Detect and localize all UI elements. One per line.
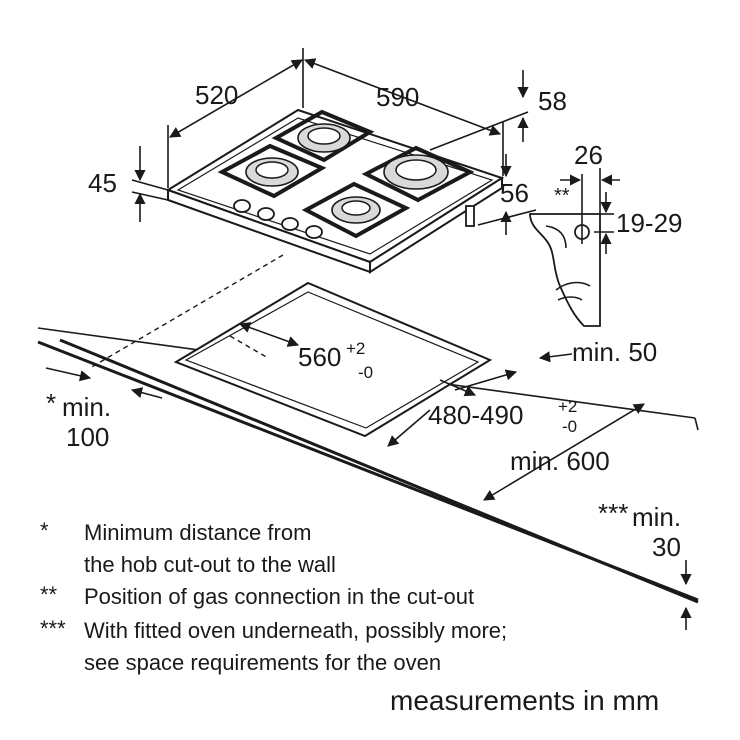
control-knobs: [233, 199, 323, 239]
dim-wall-min-star: *: [46, 388, 56, 418]
note-1-line-1: Minimum distance from: [84, 520, 311, 545]
dim-side-offset: 56: [500, 178, 529, 208]
pan-support-front-left: [217, 143, 327, 199]
units-caption: measurements in mm: [390, 685, 659, 716]
dim-gas-x: 26: [574, 140, 603, 170]
dim-rear-offset: 58: [538, 86, 567, 116]
dim-front-min: min. 50: [572, 337, 657, 367]
dim-hob-depth: 590: [376, 82, 419, 112]
svg-text:+2: +2: [558, 397, 577, 416]
note-1-line-2: the hob cut-out to the wall: [84, 552, 336, 577]
note-2-mark: **: [40, 582, 58, 607]
cutout: [173, 281, 493, 438]
dim-below-min-star: ***: [598, 498, 628, 528]
note-2-line-1: Position of gas connection in the cut-ou…: [84, 584, 474, 609]
gas-marker: **: [554, 185, 570, 207]
gas-connection-detail: 26 ** 19-29: [529, 140, 683, 327]
dim-gas-range: 19-29: [616, 208, 683, 238]
dim-wall-min-value: 100: [66, 422, 109, 452]
dim-hob-height: 45: [88, 168, 117, 198]
pan-support-rear-right: [361, 145, 475, 203]
note-3-mark: ***: [40, 616, 66, 641]
note-1-mark: *: [40, 518, 49, 543]
dim-cutout-width: 560: [298, 342, 341, 372]
svg-text:-0: -0: [358, 363, 373, 382]
dim-wall-min-label: min.: [62, 392, 111, 422]
dim-below-min-value: 30: [652, 532, 681, 562]
footnotes: * Minimum distance from the hob cut-out …: [40, 518, 507, 675]
dim-hob-width: 520: [195, 80, 238, 110]
hob: [165, 108, 505, 274]
note-3-line-1: With fitted oven underneath, possibly mo…: [84, 618, 507, 643]
dim-below-min-label: min.: [632, 502, 681, 532]
pan-support-front-right: [301, 181, 411, 239]
dim-worktop-min: min. 600: [510, 446, 610, 476]
gas-inlet-icon: [465, 205, 475, 227]
svg-text:+2: +2: [346, 339, 365, 358]
note-3-line-2: see space requirements for the oven: [84, 650, 441, 675]
dim-cutout-depth: 480-490: [428, 400, 523, 430]
svg-text:-0: -0: [562, 417, 577, 436]
wall-reference-line: [89, 254, 284, 369]
